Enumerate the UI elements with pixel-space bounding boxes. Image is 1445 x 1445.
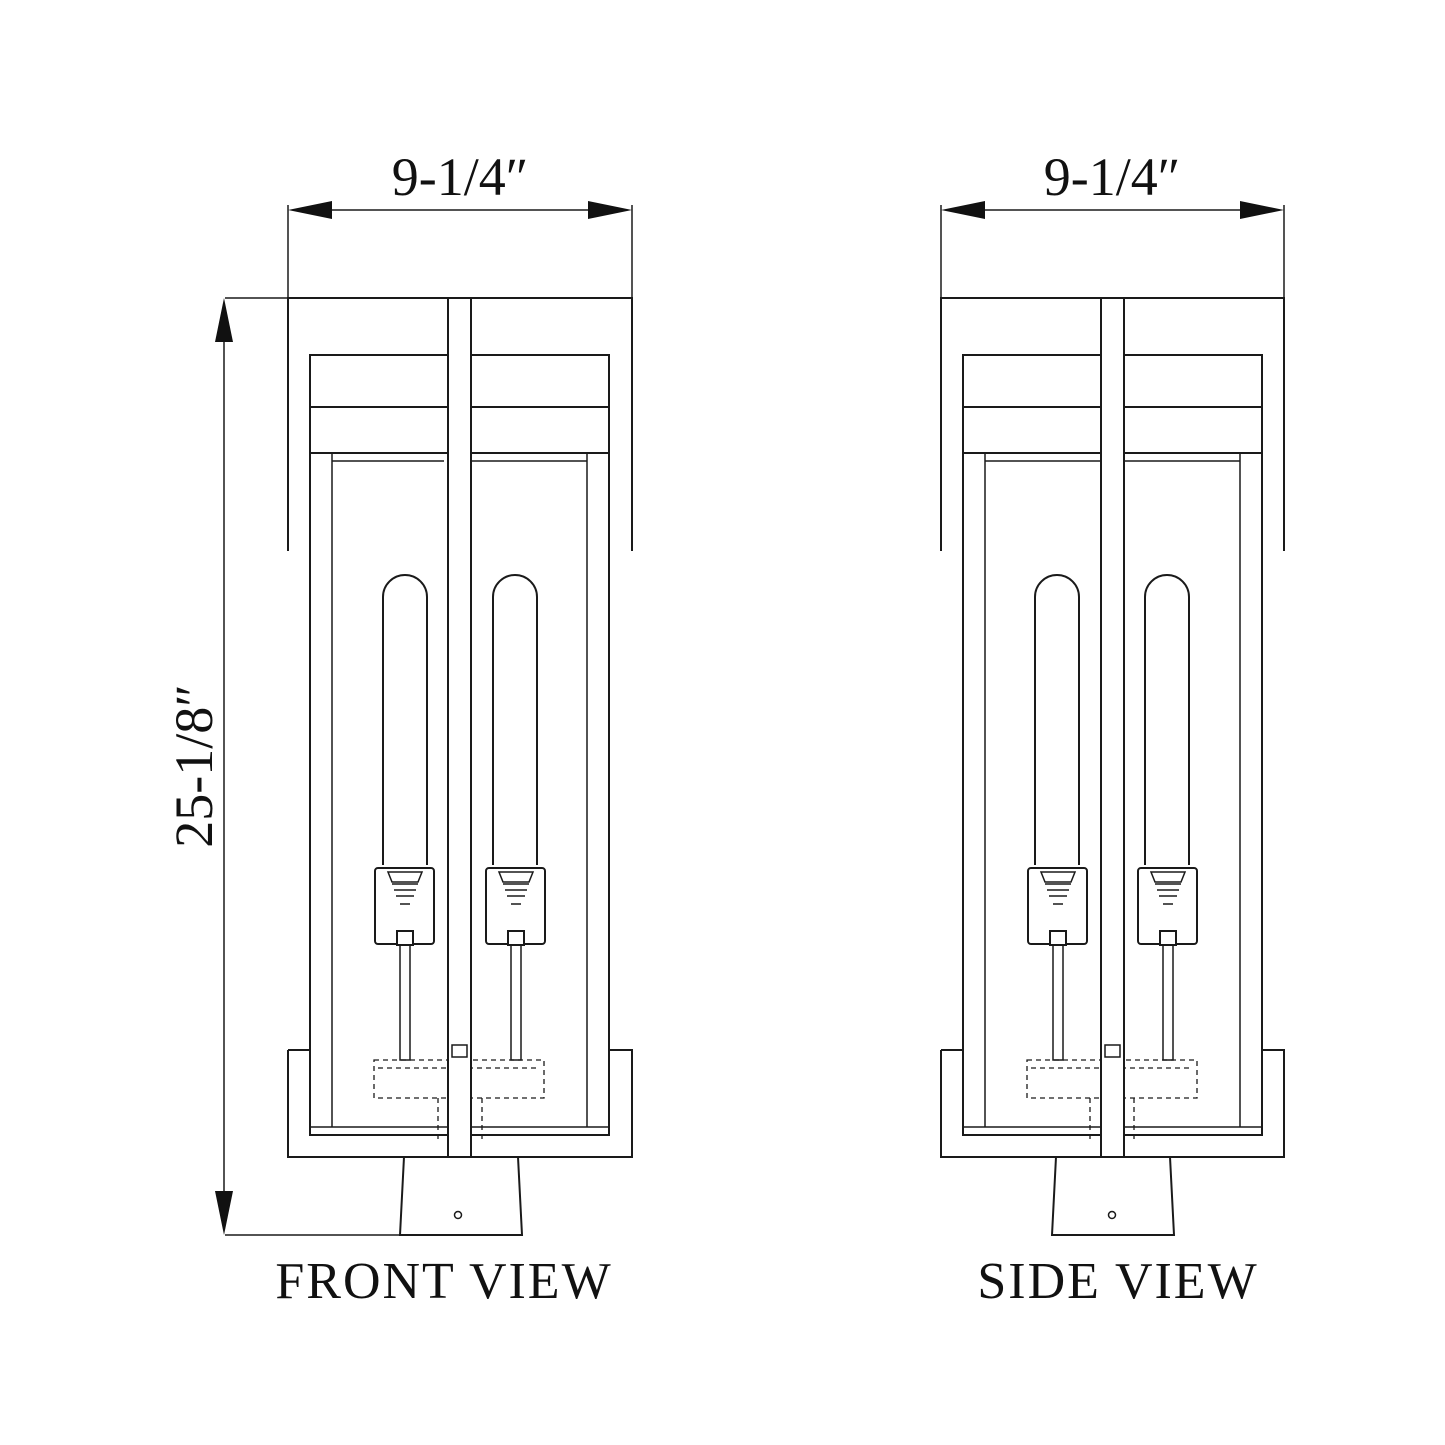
- bulb-left: [374, 574, 435, 1061]
- front-view-label: FRONT VIEW: [275, 1253, 612, 1310]
- bottom-base: [940, 1049, 1285, 1158]
- front-width-label: 9-1/4″: [392, 147, 528, 207]
- front-height-dimension: 25-1/8″: [164, 297, 405, 1236]
- side-view-label: SIDE VIEW: [977, 1253, 1258, 1310]
- post-mount: [1050, 1156, 1176, 1236]
- bulb-right: [485, 574, 546, 1061]
- front-width-dimension: 9-1/4″: [287, 147, 633, 298]
- bulb-left: [1027, 574, 1088, 1061]
- side-width-label: 9-1/4″: [1044, 147, 1180, 207]
- side-view: 9-1/4″: [940, 147, 1285, 1310]
- front-height-label: 25-1/8″: [164, 684, 224, 847]
- bulb-right: [1137, 574, 1198, 1061]
- side-width-dimension: 9-1/4″: [940, 147, 1285, 298]
- center-rod: [447, 297, 472, 1158]
- center-rod: [1100, 297, 1125, 1158]
- front-view: 9-1/4″ 25-1/8″: [164, 147, 633, 1310]
- post-mount: [398, 1156, 524, 1236]
- bottom-base: [287, 1049, 633, 1158]
